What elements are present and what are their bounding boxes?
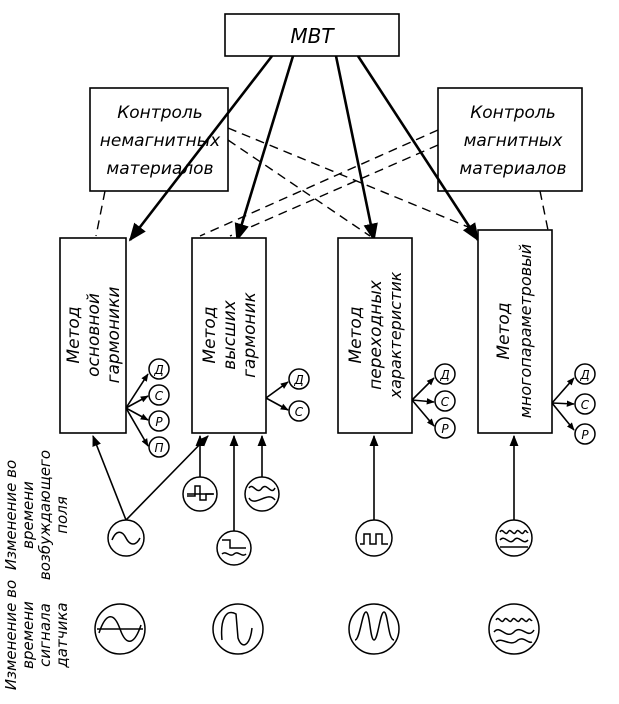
control-magnetic-line2: магнитных: [464, 131, 564, 151]
dash-nonmag-to-method4: [227, 127, 491, 237]
control-nonmagnetic-line3: материалов: [106, 159, 213, 179]
method2-box: [191, 237, 267, 434]
method2-line2: высших: [220, 299, 240, 369]
side-label-signal-line3: сигнала: [36, 603, 54, 667]
method1-line3: гармоники: [104, 287, 124, 384]
control-magnetic-line1: Контроль: [470, 103, 556, 123]
method2-output-d: Д: [293, 373, 303, 387]
method3-output-r: Р: [441, 422, 449, 436]
signal-multifrequency-icon: [488, 603, 540, 655]
method4-box: [477, 229, 553, 434]
method3-outputs: Д С Р: [411, 363, 456, 439]
method1-line2: основной: [84, 293, 104, 377]
arrow-mvt-to-method2: [234, 55, 295, 242]
control-magnetic-line3: материалов: [459, 159, 566, 179]
side-label-field-line4: поля: [53, 496, 71, 534]
dash-mag-to-method2a: [199, 129, 439, 237]
method2-outputs: Д С: [265, 368, 310, 422]
arrow-field-to-method2: [125, 435, 209, 521]
side-label-field-line2: времени: [19, 481, 37, 549]
control-nonmagnetic-line2: немагнитных: [100, 131, 221, 151]
method4-outputs: Д С Р: [551, 363, 596, 445]
method3-line3: характеристик: [386, 271, 405, 399]
field-mixed-wave-icon: [244, 476, 280, 512]
method4-output-d: Д: [579, 368, 589, 382]
side-label-field-line3: возбуждающего: [36, 450, 54, 580]
arrow-mvt-to-method3: [334, 55, 378, 242]
side-label-signal-line1: Изменение во: [2, 580, 20, 690]
method4-output-s: С: [581, 398, 590, 412]
dash-mag-to-method2b: [229, 144, 439, 237]
control-magnetic-box: [437, 87, 583, 192]
method1-output-r: Р: [155, 415, 163, 429]
arrow-mvt-to-method4: [356, 55, 480, 242]
method1-outputs: Д С Р П: [125, 358, 170, 458]
method1-line1: Метод: [64, 306, 84, 363]
method1-output-d: Д: [153, 363, 163, 377]
method1-output-s: С: [155, 389, 164, 403]
method3-line2: переходных: [366, 279, 386, 390]
dash-nonmag-to-method1: [95, 190, 106, 237]
dash-nonmag-to-method3: [227, 139, 371, 237]
method3-box: [337, 237, 413, 434]
arrow-mvt-to-method1: [128, 55, 274, 242]
field-pulse-train-icon: [355, 519, 393, 557]
method2-line1: Метод: [200, 306, 220, 363]
method1-box: [59, 237, 127, 434]
mvt-label: МВТ: [290, 24, 335, 48]
method4-line1: Метод: [494, 302, 514, 359]
control-nonmagnetic-line1: Контроль: [117, 103, 203, 123]
method2-line3: гармоник: [240, 291, 260, 378]
method2-output-s: С: [295, 405, 304, 419]
dash-mag-to-method4: [539, 190, 549, 231]
method4-line2: многопараметровый: [516, 244, 535, 418]
side-label-signal-line4: датчика: [53, 602, 71, 668]
method1-output-p: П: [154, 441, 163, 455]
mvt-box: [224, 13, 400, 57]
arrow-field-to-method1: [92, 434, 127, 521]
method3-output-d: Д: [439, 368, 449, 382]
method4-output-r: Р: [581, 428, 589, 442]
control-nonmagnetic-box: [89, 87, 229, 192]
signal-transient-icon: [348, 603, 400, 655]
side-label-field-line1: Изменение во: [2, 460, 20, 570]
side-label-signal-line2: времени: [19, 601, 37, 669]
method3-output-s: С: [441, 395, 450, 409]
method3-line1: Метод: [346, 306, 366, 363]
